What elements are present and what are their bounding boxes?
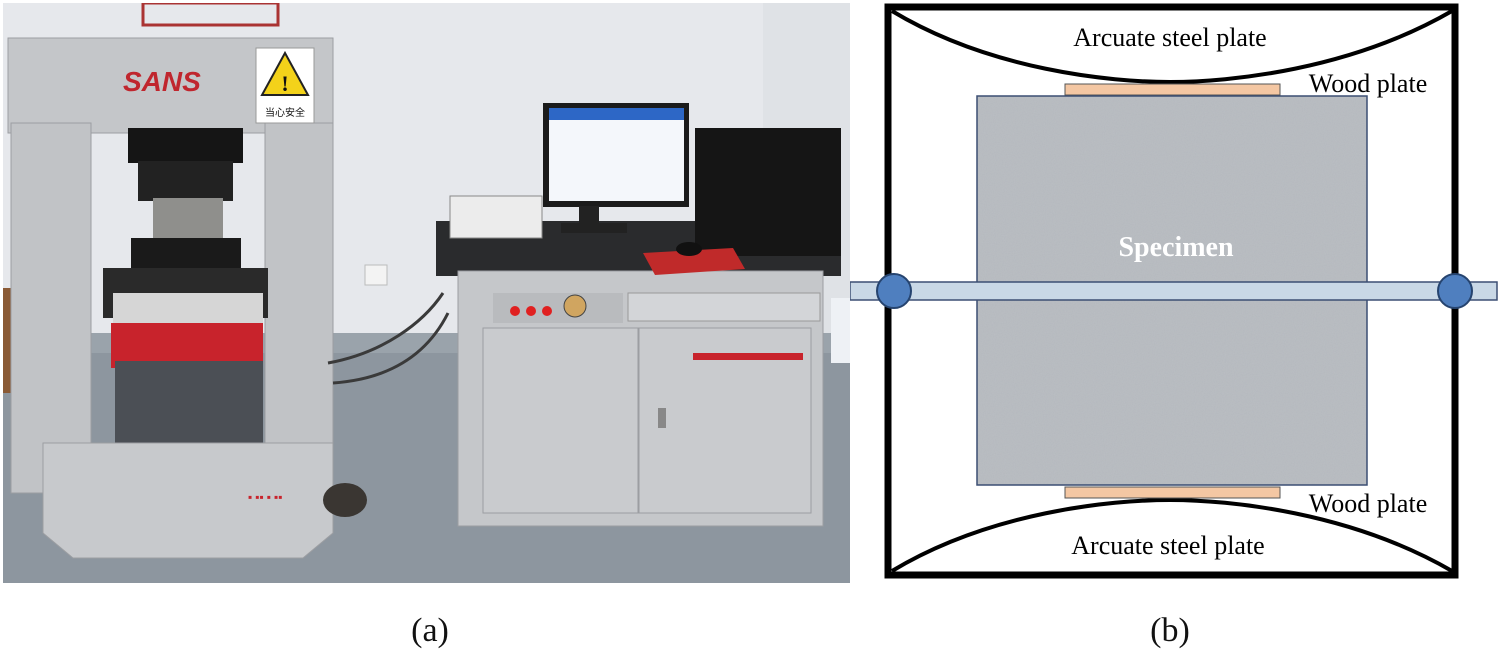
left-joint-icon [876,273,912,309]
diagram-panel-b: Arcuate steel plate Arcuate steel plate … [849,0,1500,590]
right-joint-icon [1437,273,1473,309]
top-wood-label: Wood plate [1309,69,1428,98]
warning-sign-icon [260,50,310,96]
horizontal-rod [849,281,1498,301]
pc-tower [695,128,841,256]
compression-machine: SANS ! 当心安全 ▪ ▪▪ ▪ ▪▪ [7,37,334,559]
specimen-label: Specimen [1118,232,1234,263]
bottom-wood-label: Wood plate [1309,489,1428,518]
top-wood-plate [1064,83,1281,96]
setup-diagram: Arcuate steel plate Arcuate steel plate … [849,3,1498,579]
safety-label: 当心安全 [265,106,305,119]
caption-b: (b) [1150,612,1190,649]
machine-brand-logo: SANS [123,66,201,97]
bottom-wood-plate [1064,486,1281,499]
lab-photo-illustration: SANS ! 当心安全 ▪ ▪▪ ▪ ▪▪ [3,3,850,583]
svg-text:▪ ▪▪ ▪ ▪▪: ▪ ▪▪ ▪ ▪▪ [248,490,283,504]
top-plate-label: Arcuate steel plate [1073,23,1266,52]
control-console [436,103,841,527]
bottom-arcuate-steel-plate [890,497,1454,573]
photo-panel-a: SANS ! 当心安全 ▪ ▪▪ ▪ ▪▪ [3,3,850,583]
svg-text:!: ! [281,71,288,96]
caption-a: (a) [411,612,449,649]
concrete-specimen-photo [153,198,223,243]
top-arcuate-steel-plate [890,9,1454,85]
bottom-plate-label: Arcuate steel plate [1071,531,1264,560]
